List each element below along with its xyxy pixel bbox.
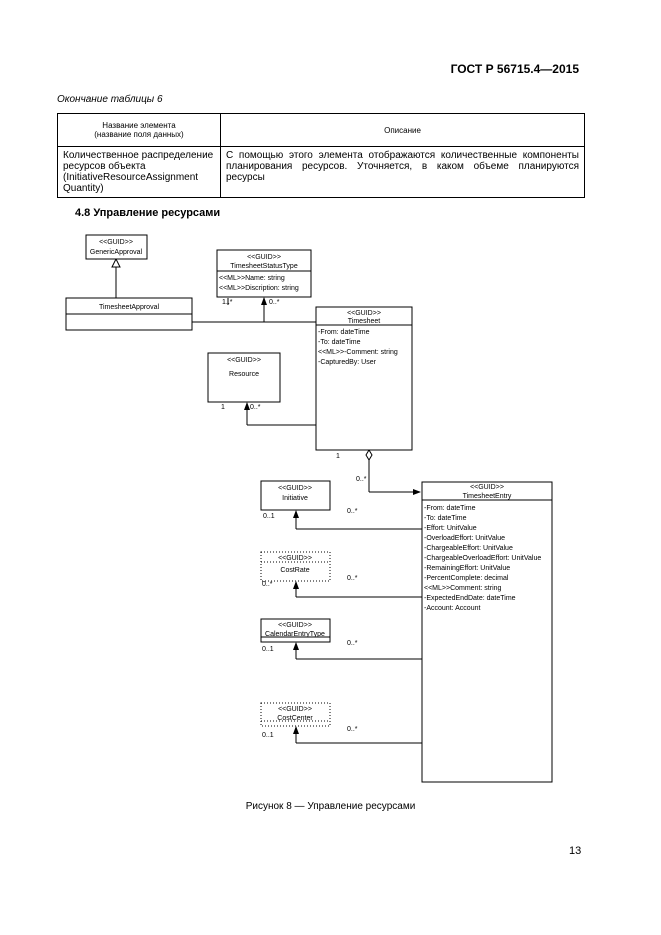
arrowhead bbox=[244, 402, 250, 410]
class-calendar-entry-type: <<GUID>> CalendarEntryType bbox=[260, 618, 331, 643]
multiplicity: 0..* bbox=[269, 299, 280, 306]
multiplicity: 0..* bbox=[262, 581, 273, 588]
class-name: Timesheet bbox=[348, 318, 380, 325]
multiplicity: 1..* bbox=[222, 299, 233, 306]
cell-element-name: Количественное распределение ресурсов об… bbox=[57, 146, 221, 198]
class-generic-approval: <<GUID>> GenericApproval bbox=[85, 234, 148, 260]
arrowhead bbox=[293, 510, 299, 518]
class-timesheet: <<GUID>> Timesheet -From: dateTime -To: … bbox=[315, 306, 413, 451]
arrowhead bbox=[293, 581, 299, 589]
class-name: CalendarEntryType bbox=[265, 631, 325, 638]
class-resource: <<GUID>> Resource bbox=[207, 352, 281, 403]
generalization-arrowhead bbox=[111, 257, 121, 268]
class-name: TimesheetEntry bbox=[463, 493, 512, 500]
class-initiative: <<GUID>> Initiative bbox=[260, 480, 331, 511]
page-number: 13 bbox=[569, 845, 582, 857]
multiplicity: 0..1 bbox=[262, 732, 274, 739]
header-description: Описание bbox=[220, 113, 585, 147]
attribute: -ExpectedEndDate: dateTime bbox=[424, 595, 516, 602]
class-name: TimesheetApproval bbox=[99, 304, 159, 311]
attribute: -To: dateTime bbox=[424, 515, 467, 522]
attribute: -Effort: UnitValue bbox=[424, 525, 477, 532]
stereotype: <<GUID>> bbox=[227, 357, 261, 364]
cell-description: С помощью этого элемента отображаются ко… bbox=[220, 146, 585, 198]
stereotype: <<GUID>> bbox=[278, 485, 312, 492]
class-name: TimesheetStatusType bbox=[230, 263, 298, 270]
multiplicity: 0..* bbox=[250, 404, 261, 411]
stereotype: <<GUID>> bbox=[278, 706, 312, 713]
class-name: Initiative bbox=[282, 495, 308, 502]
class-cost-center: <<GUID>> CostCenter bbox=[260, 702, 331, 727]
multiplicity: 0..* bbox=[347, 640, 358, 647]
class-name: CostCenter bbox=[277, 715, 313, 722]
arrowhead bbox=[293, 726, 299, 734]
attribute: -OverloadEffort: UnitValue bbox=[424, 535, 505, 542]
arrowhead bbox=[293, 642, 299, 650]
attribute: <<ML>>-Comment: string bbox=[318, 349, 398, 356]
table-row: Количественное распределение ресурсов об… bbox=[57, 146, 585, 198]
attribute: -PercentComplete: decimal bbox=[424, 575, 509, 582]
multiplicity: 0..* bbox=[356, 476, 367, 483]
multiplicity: 0..* bbox=[347, 726, 358, 733]
figure-caption: Рисунок 8 — Управление ресурсами bbox=[245, 801, 416, 812]
attribute: -To: dateTime bbox=[318, 339, 361, 346]
stereotype: <<GUID>> bbox=[347, 310, 381, 317]
standard-number: ГОСТ Р 56715.4—2015 bbox=[450, 62, 579, 76]
attribute: -CapturedBy: User bbox=[318, 359, 377, 366]
attribute: <<ML>>Comment: string bbox=[424, 585, 502, 592]
multiplicity: 1 bbox=[336, 453, 340, 460]
attribute: -Account: Account bbox=[424, 605, 480, 612]
attribute: -ChargeableEffort: UnitValue bbox=[424, 545, 513, 552]
multiplicity: 0..* bbox=[347, 575, 358, 582]
aggregation-diamond bbox=[365, 449, 373, 461]
stereotype: <<GUID>> bbox=[470, 484, 504, 491]
multiplicity: 0..* bbox=[347, 508, 358, 515]
class-name: Resource bbox=[229, 371, 259, 378]
header-element-name: Название элемента (название поля данных) bbox=[57, 113, 221, 147]
multiplicity: 0..1 bbox=[262, 646, 274, 653]
arrowhead bbox=[261, 297, 267, 305]
table-caption: Окончание таблицы 6 bbox=[57, 94, 163, 105]
attribute: -ChargeableOverloadEffort: UnitValue bbox=[424, 555, 541, 562]
stereotype: <<GUID>> bbox=[278, 622, 312, 629]
class-timesheet-entry: <<GUID>> TimesheetEntry -From: dateTime … bbox=[421, 481, 553, 783]
multiplicity: 0..1 bbox=[263, 513, 275, 520]
stereotype: <<GUID>> bbox=[278, 555, 312, 562]
table-6: Название элемента (название поля данных)… bbox=[57, 113, 585, 198]
multiplicity: 1 bbox=[221, 404, 225, 411]
class-timesheet-approval: TimesheetApproval bbox=[65, 297, 193, 331]
attribute: <<ML>>Discription: string bbox=[219, 285, 299, 292]
class-cost-rate: <<GUID>> CostRate bbox=[260, 551, 331, 582]
table-header-row: Название элемента (название поля данных)… bbox=[57, 113, 585, 147]
attribute: -From: dateTime bbox=[424, 505, 476, 512]
class-name: CostRate bbox=[280, 567, 309, 574]
attribute: <<ML>>Name: string bbox=[219, 275, 285, 282]
stereotype: <<GUID>> bbox=[247, 254, 281, 261]
attribute: -From: dateTime bbox=[318, 329, 370, 336]
section-title: 4.8 Управление ресурсами bbox=[75, 207, 221, 219]
class-timesheet-status-type: <<GUID>> TimesheetStatusType <<ML>>Name:… bbox=[216, 249, 312, 298]
attribute: -RemainingEffort: UnitValue bbox=[424, 565, 510, 572]
arrowhead bbox=[413, 489, 421, 495]
class-name: GenericApproval bbox=[90, 249, 143, 256]
stereotype: <<GUID>> bbox=[99, 239, 133, 246]
